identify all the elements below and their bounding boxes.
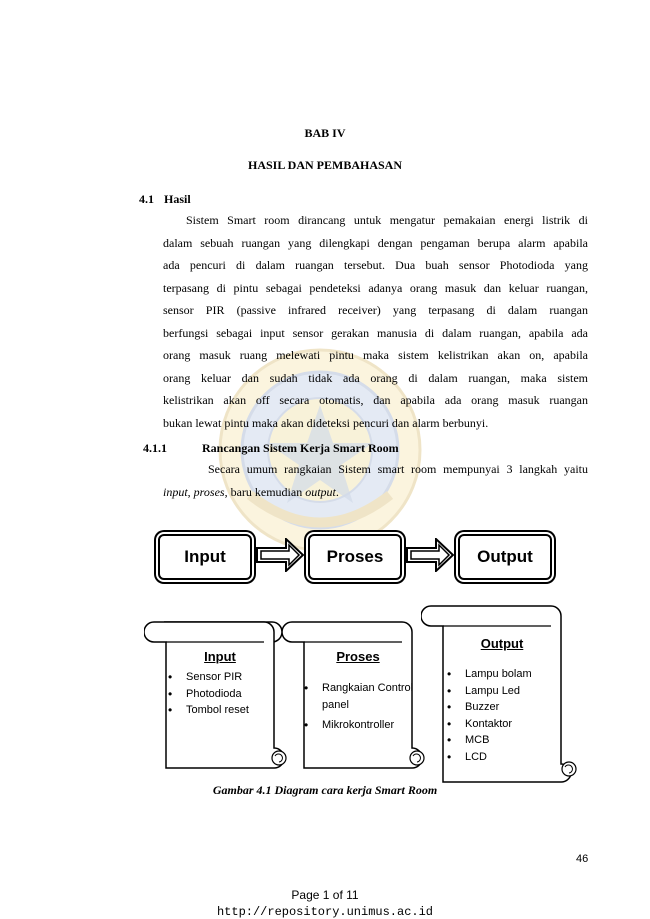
list-item: Sensor PIR	[166, 669, 276, 686]
list-item: Lampu bolam	[445, 666, 563, 683]
list-item: Tombol reset	[166, 702, 276, 719]
list-item: Buzzer	[445, 699, 563, 716]
page-of-indicator: Page 1 of 11	[291, 888, 359, 902]
paragraph-line: terpasang di pintu sebagai pendeteksi ad…	[163, 280, 588, 295]
scroll-list-output: Lampu bolam Lampu Led Buzzer Kontaktor M…	[445, 666, 563, 765]
paragraph-line: ada pencuri di dalam ruangan tersebut. D…	[163, 258, 588, 272]
figure-caption: Gambar 4.1 Diagram cara kerja Smart Room	[212, 783, 438, 797]
list-item: MCB	[445, 732, 563, 749]
paragraph-line: kelistrikan akan off secara otomatis, da…	[163, 393, 588, 407]
paragraph-steps: Secara umum rangkaian Sistem smart room …	[163, 458, 588, 503]
paragraph-line: input, proses, baru kemudian output.	[163, 484, 339, 499]
scroll-list-proses: Rangkaian Control panel Mikrokontroller	[302, 680, 414, 734]
scroll-list-input: Sensor PIR Photodioda Tombol reset	[166, 669, 276, 719]
subsection-title: Rancangan Sistem Kerja Smart Room	[202, 441, 399, 455]
page-number: 46	[576, 853, 589, 865]
paragraph-line: Secara umum rangkaian Sistem smart room …	[208, 462, 588, 476]
term-proses: proses	[193, 484, 225, 499]
scroll-title-input: Input	[204, 649, 236, 664]
chapter-label: BAB IV	[304, 126, 346, 140]
section-number: 4.1	[139, 192, 154, 206]
paragraph-system-description: Sistem Smart room dirancang untuk mengat…	[163, 209, 588, 434]
flow-box-proses: Proses	[308, 534, 402, 580]
chapter-title: HASIL DAN PEMBAHASAN	[247, 158, 403, 172]
paragraph-line: Sistem Smart room dirancang untuk mengat…	[186, 213, 588, 227]
list-item: LCD	[445, 749, 563, 766]
repository-url-link[interactable]: http://repository.unimus.ac.id	[216, 905, 434, 919]
list-item: Kontaktor	[445, 716, 563, 733]
paragraph-line: orang masuk ruang melewati pintu maka si…	[163, 348, 588, 362]
paragraph-line: bukan lewat pintu maka akan dideteksi pe…	[163, 415, 489, 430]
paragraph-line: berfungsi sebagai input sensor gerakan m…	[163, 325, 588, 340]
paragraph-line: sensor PIR (passive infrared receiver) y…	[163, 303, 588, 317]
paragraph-line: orang keluar dan sudah tidak ada orang d…	[163, 370, 588, 385]
university-seal-watermark	[218, 348, 422, 552]
subsection-number: 4.1.1	[143, 441, 167, 455]
list-item: Lampu Led	[445, 683, 563, 700]
term-output: output	[305, 484, 336, 499]
list-item: Mikrokontroller	[302, 717, 414, 734]
section-title: Hasil	[164, 192, 191, 206]
list-item: Rangkaian Control panel	[302, 680, 414, 713]
scroll-title-output: Output	[480, 636, 524, 651]
flow-box-output: Output	[458, 534, 552, 580]
flow-box-input: Input	[158, 534, 252, 580]
flow-arrow-icon	[256, 538, 304, 572]
flow-arrow-icon	[406, 538, 454, 572]
paragraph-line: dalam sebuah ruangan yang dilengkapi den…	[163, 235, 588, 250]
scroll-title-proses: Proses	[336, 649, 380, 664]
list-item: Photodioda	[166, 686, 276, 703]
term-input: input	[163, 484, 188, 499]
